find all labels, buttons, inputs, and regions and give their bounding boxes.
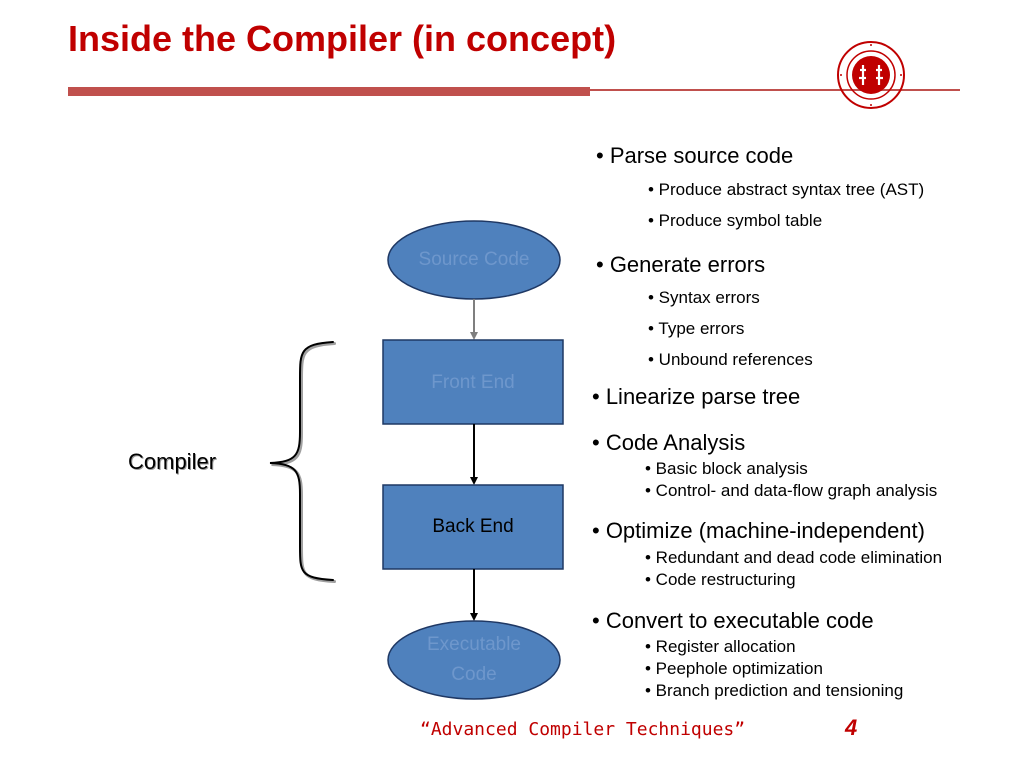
subbullet-unbound-references: • Unbound references bbox=[648, 350, 813, 369]
subbullet-register-allocation: • Register allocation bbox=[645, 637, 796, 656]
bullet-linearize: • Linearize parse tree bbox=[592, 384, 801, 409]
executable-code-node bbox=[387, 620, 561, 700]
footer-course-title: “Advanced Compiler Techniques” bbox=[420, 719, 746, 740]
back-end-node bbox=[382, 484, 564, 570]
compiler-brace bbox=[269, 341, 336, 583]
bullet-errors: • Generate errors bbox=[596, 252, 766, 277]
back-end-label: Back End bbox=[432, 516, 514, 537]
bullet-code-analysis: • Code Analysis bbox=[592, 430, 746, 455]
subbullet-type-errors: • Type errors bbox=[648, 319, 745, 338]
title-rule-thin bbox=[590, 89, 960, 91]
subbullet-ast: • Produce abstract syntax tree (AST) bbox=[648, 180, 925, 199]
front-end-label: Front End bbox=[431, 372, 515, 393]
bullet-parse: • Parse source code bbox=[596, 143, 794, 168]
compiler-label: Compiler bbox=[128, 449, 217, 474]
university-seal-logo bbox=[837, 41, 905, 109]
bullet-convert: • Convert to executable code bbox=[592, 608, 874, 633]
subbullet-basic-block: • Basic block analysis bbox=[645, 459, 808, 478]
subbullet-restructuring: • Code restructuring bbox=[645, 570, 796, 589]
subbullet-peephole: • Peephole optimization bbox=[645, 659, 823, 678]
subbullet-dead-code: • Redundant and dead code elimination bbox=[645, 548, 943, 567]
executable-code-label-line1: Executable bbox=[426, 634, 521, 655]
bullet-optimize: • Optimize (machine-independent) bbox=[592, 518, 925, 543]
title-rule-thick bbox=[68, 87, 590, 96]
source-code-label: Source Code bbox=[418, 249, 530, 270]
subbullet-control-data-flow: • Control- and data-flow graph analysis bbox=[645, 481, 938, 500]
subbullet-branch-prediction: • Branch prediction and tensioning bbox=[645, 681, 904, 700]
executable-code-label-line2: Code bbox=[451, 664, 497, 685]
subbullet-symbol-table: • Produce symbol table bbox=[648, 211, 823, 230]
page-number: 4 bbox=[845, 715, 858, 740]
slide-title: Inside the Compiler (in concept) bbox=[68, 18, 617, 59]
subbullet-syntax-errors: • Syntax errors bbox=[648, 288, 760, 307]
